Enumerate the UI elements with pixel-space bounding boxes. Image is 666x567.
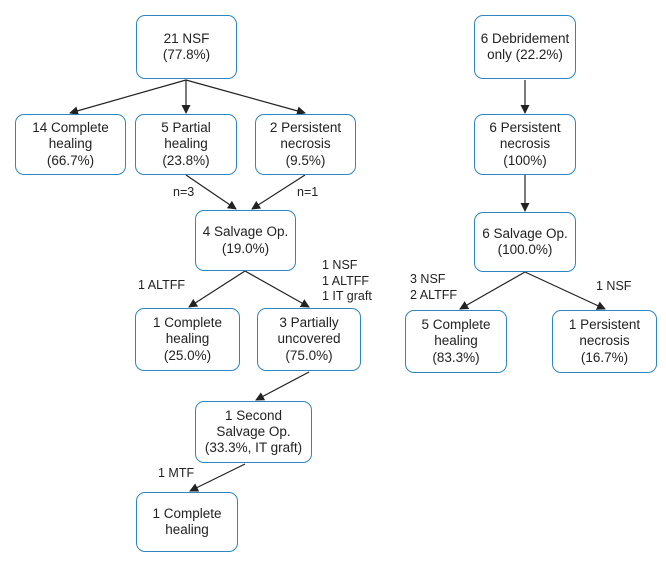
- node-6-salvage-op: 6 Salvage Op.(100.0%): [474, 212, 576, 272]
- arrow-salvage6-to-complete5: [459, 271, 526, 310]
- text-line: necrosis: [280, 136, 331, 152]
- text-line: 6 Debridement: [480, 30, 570, 46]
- text-line: (100%): [503, 152, 547, 168]
- text-line: necrosis: [579, 333, 630, 349]
- arrow-salvage6-to-persistent1: [524, 271, 606, 310]
- label-1-altff: 1 ALTFF: [138, 278, 185, 294]
- arrow-second-to-complete1b: [189, 463, 246, 492]
- text-line: 1 Complete: [152, 315, 223, 331]
- text-line: healing: [164, 136, 208, 152]
- text-line: (77.8%): [162, 47, 211, 62]
- text-line: 1 NSF: [596, 279, 632, 293]
- text-line: 2 ALTFF: [410, 287, 458, 302]
- text-line: (16.7%): [580, 349, 629, 365]
- text-line: 1 IT graft: [322, 289, 372, 304]
- arrow-salvage4-to-complete1a: [188, 270, 246, 308]
- text-line: (83.3%): [432, 349, 480, 365]
- text-line: n=1: [297, 185, 319, 199]
- arrow-persistent2-to-salvage4: [251, 174, 306, 210]
- text-line: 2 Persistent: [269, 120, 342, 136]
- text-line: (33.3%, IT graft): [204, 440, 303, 456]
- text-line: (19.0%): [221, 240, 270, 256]
- node-21-nsf: 21 NSF(77.8%): [136, 15, 237, 79]
- arrow-nsf-to-complete14: [69, 79, 187, 116]
- text-line: healing: [165, 331, 210, 347]
- text-line: healing: [434, 333, 478, 349]
- text-line: n=3: [173, 185, 195, 199]
- text-line: (66.7%): [46, 152, 95, 168]
- text-line: 1 Persistent: [568, 317, 641, 333]
- text-line: healing: [48, 136, 93, 152]
- text-line: 1 MTF: [158, 466, 195, 480]
- text-line: 5 Partial: [161, 120, 211, 136]
- text-line: Salvage Op.: [216, 423, 291, 439]
- text-line: 6 Persistent: [489, 120, 561, 136]
- text-line: (9.5%): [285, 152, 326, 168]
- text-line: 4 Salvage Op.: [202, 224, 289, 240]
- text-line: 3 Partially: [279, 315, 339, 331]
- text-line: 1 Complete: [152, 505, 222, 521]
- arrow-partial5-to-salvage4: [185, 174, 237, 210]
- text-line: 6 Salvage Op.: [482, 225, 568, 241]
- text-line: only (22.2%): [487, 47, 563, 62]
- text-line: 5 Complete: [421, 317, 491, 333]
- text-line: uncovered: [277, 331, 341, 347]
- text-line: healing: [165, 522, 209, 537]
- label-1-mtf: 1 MTF: [158, 466, 194, 482]
- node-4-salvage-op: 4 Salvage Op.(19.0%): [195, 210, 296, 271]
- text-line: (25.0%): [163, 347, 212, 363]
- text-line: (75.0%): [285, 347, 333, 363]
- arrow-nsf-to-persistent2: [185, 79, 306, 116]
- text-line: (23.8%): [162, 152, 210, 168]
- text-line: 1 ALTFF: [322, 273, 370, 288]
- text-line: 1 NSF: [322, 258, 358, 272]
- label-1-nsf: 1 NSF: [596, 279, 631, 295]
- text-line: (100.0%): [497, 242, 553, 257]
- arrow-salvage4-to-partially3: [244, 270, 310, 308]
- text-line: necrosis: [499, 136, 551, 152]
- text-line: 21 NSF: [163, 30, 210, 46]
- label-n-1: n=1: [297, 185, 318, 201]
- text-line: 1 ALTFF: [138, 278, 186, 292]
- arrow-partially3-to-second: [255, 371, 310, 401]
- text-line: 3 NSF: [410, 272, 446, 286]
- text-line: 1 Second: [224, 407, 283, 423]
- label-n-3: n=3: [173, 185, 194, 201]
- text-line: 14 Complete: [32, 120, 109, 136]
